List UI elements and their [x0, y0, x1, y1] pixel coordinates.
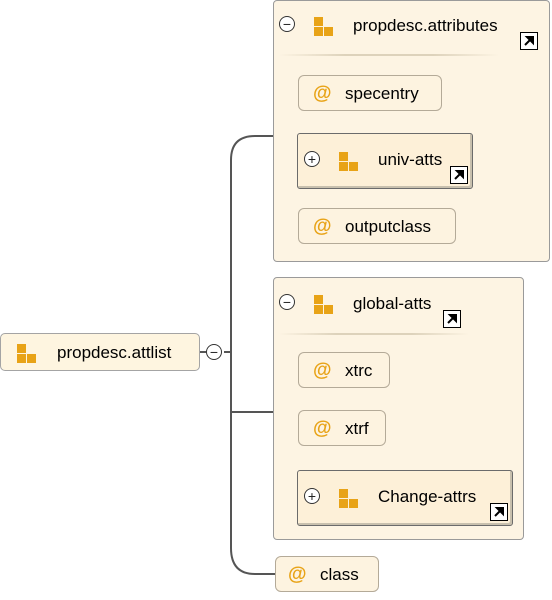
collapse-toggle-global-atts[interactable]: − — [279, 294, 295, 310]
group-ref-label: univ-atts — [378, 150, 443, 169]
group-icon — [314, 17, 333, 36]
global-atts-label: global-atts — [353, 294, 432, 313]
attribute-label: specentry — [345, 84, 419, 103]
attribute-at-icon: @ — [313, 83, 332, 104]
external-reference-icon[interactable] — [443, 310, 461, 328]
attribute-label: xtrf — [345, 419, 369, 438]
attribute-class[interactable]: @ class — [275, 556, 379, 592]
collapse-toggle-attributes[interactable]: − — [279, 16, 295, 32]
attributes-group-label: propdesc.attributes — [353, 16, 498, 35]
root-element-node[interactable]: propdesc.attlist — [0, 333, 200, 371]
attribute-label: outputclass — [345, 217, 431, 236]
global-atts-group-panel: − global-atts @ xtrc @ xtrf + Change-att… — [273, 277, 524, 540]
attribute-specentry[interactable]: @ specentry — [298, 75, 442, 111]
external-reference-icon[interactable] — [490, 503, 508, 521]
attributes-group-panel: − propdesc.attributes @ specentry + univ… — [273, 0, 550, 262]
attribute-outputclass[interactable]: @ outputclass — [298, 208, 456, 244]
external-reference-icon[interactable] — [450, 166, 468, 184]
group-icon — [339, 152, 358, 171]
group-icon — [339, 489, 358, 508]
panel-divider — [279, 54, 499, 56]
group-ref-univ-atts[interactable]: + univ-atts — [297, 133, 473, 189]
attribute-xtrc[interactable]: @ xtrc — [298, 352, 390, 388]
attribute-label: class — [320, 565, 359, 584]
panel-divider — [279, 333, 469, 335]
attribute-at-icon: @ — [313, 216, 332, 237]
expand-toggle-univ-atts[interactable]: + — [304, 151, 320, 167]
group-ref-label: Change-attrs — [378, 487, 477, 506]
group-ref-change-attrs[interactable]: + Change-attrs — [297, 470, 513, 526]
expand-toggle-change-attrs[interactable]: + — [304, 488, 320, 504]
attribute-at-icon: @ — [313, 418, 332, 439]
group-icon — [314, 295, 333, 314]
root-element-label: propdesc.attlist — [57, 343, 172, 362]
attribute-at-icon: @ — [313, 360, 332, 381]
attribute-xtrf[interactable]: @ xtrf — [298, 410, 386, 446]
attribute-at-icon: @ — [288, 564, 307, 585]
external-reference-icon[interactable] — [520, 32, 538, 50]
attribute-label: xtrc — [345, 361, 373, 380]
group-icon — [17, 344, 36, 363]
collapse-toggle-root[interactable]: − — [206, 344, 222, 360]
